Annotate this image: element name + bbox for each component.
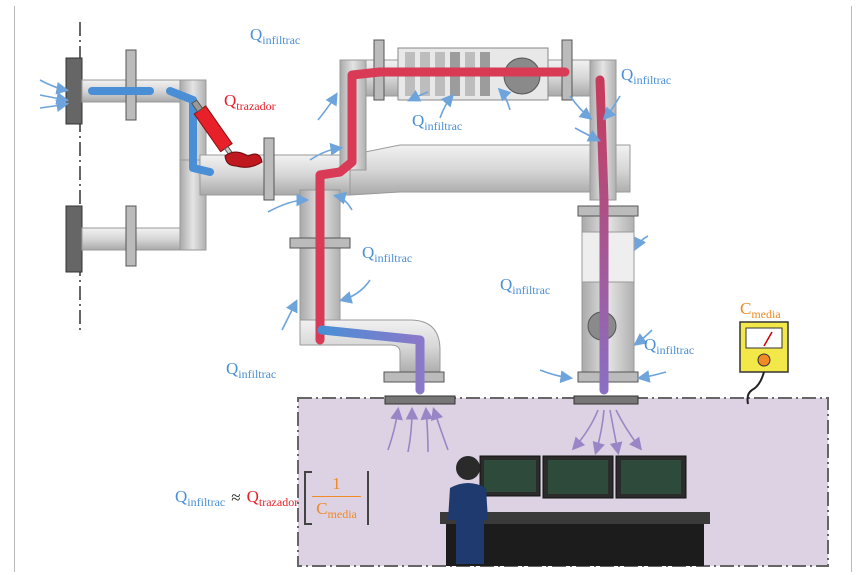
formula-denominator: Cmedia [312,496,361,522]
wall-grille-top [66,58,82,124]
flow-arrow-supply [600,80,604,390]
infiltration-formula: Qinfiltrac ≈ Qtrazador 1 Cmedia [175,470,369,526]
formula-lhs: Qinfiltrac [175,487,225,510]
label-infiltration-middle: Qinfiltrac [362,244,412,264]
supply-grille [574,396,638,404]
label-infiltration-filter: Qinfiltrac [412,112,462,132]
label-infiltration-lower-left: Qinfiltrac [226,360,276,380]
label-infiltration-lower-right: Qinfiltrac [644,336,694,356]
label-infiltration-supply: Qinfiltrac [500,276,550,296]
formula-numerator: 1 [324,474,349,496]
concentration-meter-icon [740,322,788,404]
return-grille [385,396,455,404]
intake-duct-bottom [82,228,192,250]
tracer-cloud [225,152,262,167]
wall-grille-bottom [66,206,82,272]
return-duct [350,145,630,195]
formula-approx: ≈ [231,488,240,508]
formula-tracer: Qtrazador [247,487,299,510]
formula-fraction: 1 Cmedia [312,474,361,522]
label-tracer: Qtrazador [224,92,276,112]
label-meter: Cmedia [740,300,781,320]
label-infiltration-top: Qinfiltrac [250,26,300,46]
label-infiltration-upper-right: Qinfiltrac [621,66,671,86]
formula-bracket: 1 Cmedia [304,471,369,525]
